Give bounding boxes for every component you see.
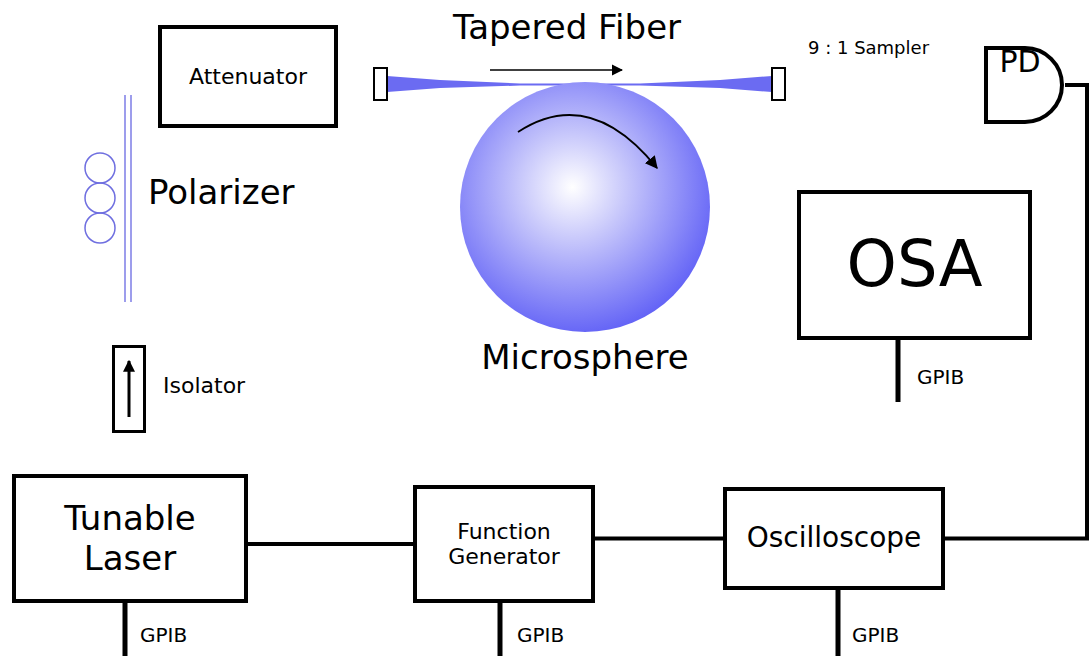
microsphere: Microsphere — [455, 80, 715, 385]
direction-arrow — [490, 69, 622, 71]
gpib-label: GPIB — [917, 366, 964, 389]
fiber-connector — [772, 68, 785, 100]
sampler-label: 9 : 1 Sampler — [808, 38, 929, 59]
function-generator-box: Function Generator — [413, 485, 595, 603]
photodetector: PD — [983, 45, 1065, 125]
node-label: Oscilloscope — [747, 522, 922, 554]
isolator: Isolator — [112, 345, 282, 433]
node-label: Microsphere — [481, 338, 688, 377]
node-label: Isolator — [163, 373, 245, 398]
node-label: Function Generator — [429, 519, 579, 570]
oscilloscope-box: Oscilloscope — [723, 487, 945, 590]
node-label: Attenuator — [189, 64, 307, 89]
fiber-label: Tapered Fiber — [453, 8, 681, 47]
signal-cable — [595, 537, 723, 541]
polarizer-paddles: Polarizer — [82, 95, 382, 303]
gpib-label: GPIB — [140, 624, 187, 647]
node-label: PD — [983, 45, 1065, 80]
node-label: Polarizer — [148, 173, 295, 212]
laser-box: Tunable Laser — [12, 474, 248, 603]
node-label: OSA — [847, 228, 983, 302]
gpib-label: GPIB — [852, 624, 899, 647]
signal-cable — [248, 542, 413, 546]
node-label: Tunable Laser — [35, 499, 225, 577]
attenuator-box: Attenuator — [158, 25, 338, 128]
osa-box: OSA — [797, 190, 1032, 340]
fiber-connector — [374, 68, 387, 100]
gpib-label: GPIB — [517, 624, 564, 647]
